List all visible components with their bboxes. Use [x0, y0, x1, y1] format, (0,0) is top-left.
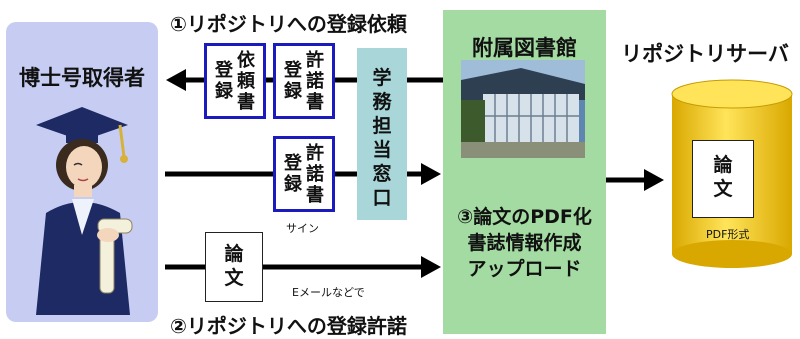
- doc-char: 書: [306, 91, 324, 113]
- doc-char: 依: [237, 49, 255, 71]
- permission-form-doc-top: 許 諾 書 登 録: [273, 43, 335, 119]
- doc-char: 録: [284, 81, 302, 102]
- graduate-illustration: [36, 107, 133, 315]
- library-step: 書誌情報作成: [467, 232, 582, 254]
- thesis-doc: 論 文: [205, 232, 263, 302]
- doc-char: 登: [215, 60, 233, 81]
- doc-char: 文: [713, 178, 733, 200]
- doc-char: 書: [306, 184, 324, 206]
- library-step: ③論文のPDF化: [457, 206, 592, 228]
- doc-char: 諾: [306, 70, 324, 92]
- sign-label: サイン: [286, 222, 319, 235]
- doc-char: 頼: [237, 70, 255, 92]
- email-label: Eメールなどで: [292, 286, 365, 299]
- office-desk-box: [357, 48, 407, 220]
- doc-char: 書: [237, 91, 255, 113]
- doc-char: 録: [284, 174, 302, 195]
- doc-char: 登: [284, 153, 302, 174]
- step1-label: ①リポジトリへの登録依頼: [170, 12, 407, 36]
- repository-server-title: リポジトリサーバ: [621, 42, 789, 66]
- office-desk-label: 学 務 担 当 窓 口: [372, 67, 392, 209]
- arrow-head-to-server: [644, 169, 664, 191]
- doctorate-holder-title: 博士号取得者: [19, 66, 145, 90]
- server-thesis-doc: 論 文: [692, 140, 754, 218]
- doc-char: 文: [224, 267, 244, 289]
- step2-label: ②リポジトリへの登録許諾: [170, 314, 407, 338]
- library-step: アップロード: [467, 258, 582, 280]
- library-steps: ③論文のPDF化 書誌情報作成 アップロード: [443, 204, 606, 282]
- doc-char: 論: [713, 154, 733, 176]
- permission-form-doc-mid: 許 諾 書 登 録: [273, 136, 335, 212]
- request-form-doc: 依 頼 書 登 録: [204, 43, 266, 119]
- doc-char: 許: [306, 142, 324, 164]
- arrow-head-right-mid: [421, 163, 441, 185]
- doc-char: 登: [284, 60, 302, 81]
- arrow-head-right-bottom: [421, 256, 441, 278]
- doc-char: 論: [224, 243, 244, 265]
- library-title: 附属図書館: [472, 36, 577, 60]
- doc-char: 諾: [306, 163, 324, 185]
- arrow-head-left: [166, 69, 186, 91]
- library-building-photo: [461, 60, 585, 158]
- doc-char: 録: [215, 81, 233, 102]
- pdf-format-label: PDF形式: [706, 228, 750, 241]
- doc-char: 許: [306, 49, 324, 71]
